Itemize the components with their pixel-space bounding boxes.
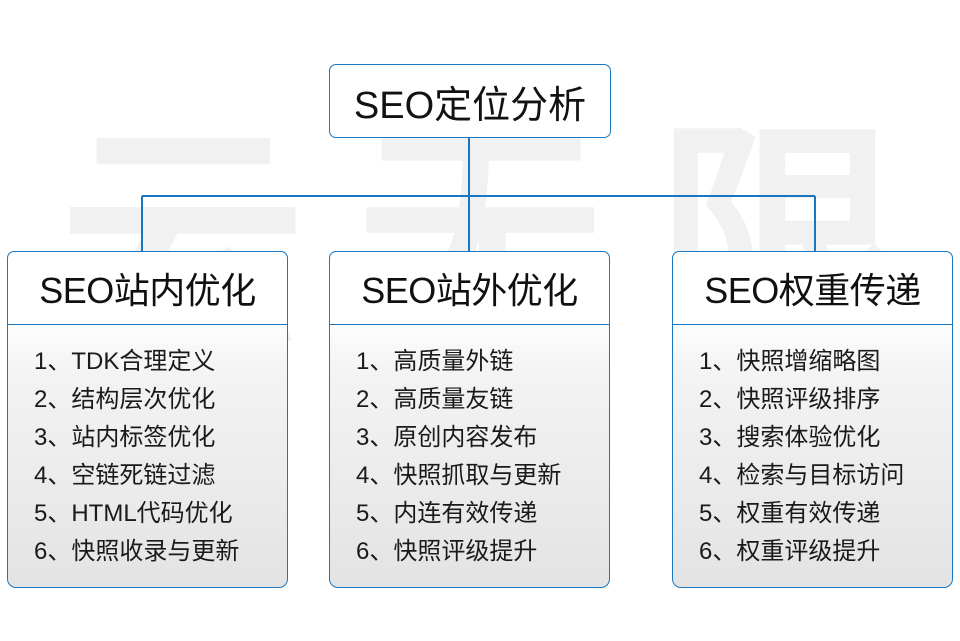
list-item: 5、HTML代码优化 xyxy=(34,500,233,527)
branch-body-2: 1、高质量外链 2、高质量友链 3、原创内容发布 4、快照抓取与更新 5、内连有… xyxy=(329,325,610,588)
list-item: 1、高质量外链 xyxy=(356,348,514,375)
list-item: 2、高质量友链 xyxy=(356,386,514,413)
list-item: 4、空链死链过滤 xyxy=(34,462,216,489)
root-node-title: SEO定位分析 xyxy=(353,84,587,127)
branch-title-3: SEO权重传递 xyxy=(704,270,921,311)
branch-list-2: 1、高质量外链 2、高质量友链 3、原创内容发布 4、快照抓取与更新 5、内连有… xyxy=(330,343,609,571)
list-item: 3、站内标签优化 xyxy=(34,424,216,451)
list-item: 6、快照收录与更新 xyxy=(34,538,240,565)
branch-body-3: 1、快照增缩略图 2、快照评级排序 3、搜索体验优化 4、检索与目标访问 5、权… xyxy=(672,325,953,588)
list-item: 2、快照评级排序 xyxy=(699,386,881,413)
list-item: 4、检索与目标访问 xyxy=(699,462,905,489)
list-item: 6、权重评级提升 xyxy=(699,538,881,565)
list-item: 5、内连有效传递 xyxy=(356,500,538,527)
list-item: 3、搜索体验优化 xyxy=(699,424,881,451)
branch-header-1[interactable]: SEO站内优化 xyxy=(7,251,288,325)
list-item: 3、原创内容发布 xyxy=(356,424,538,451)
list-item: 6、快照评级提升 xyxy=(356,538,538,565)
list-item: 1、TDK合理定义 xyxy=(34,348,216,375)
branch-header-3[interactable]: SEO权重传递 xyxy=(672,251,953,325)
branch-title-2: SEO站外优化 xyxy=(361,270,578,311)
branch-column-1: SEO站内优化 1、TDK合理定义 2、结构层次优化 3、站内标签优化 4、空链… xyxy=(7,251,288,588)
list-item: 5、权重有效传递 xyxy=(699,500,881,527)
branch-body-1: 1、TDK合理定义 2、结构层次优化 3、站内标签优化 4、空链死链过滤 5、H… xyxy=(7,325,288,588)
list-item: 1、快照增缩略图 xyxy=(699,348,881,375)
branch-header-2[interactable]: SEO站外优化 xyxy=(329,251,610,325)
list-item: 2、结构层次优化 xyxy=(34,386,216,413)
branch-list-1: 1、TDK合理定义 2、结构层次优化 3、站内标签优化 4、空链死链过滤 5、H… xyxy=(8,343,287,571)
branch-title-1: SEO站内优化 xyxy=(39,270,256,311)
root-node[interactable]: SEO定位分析 xyxy=(329,64,611,138)
branch-column-2: SEO站外优化 1、高质量外链 2、高质量友链 3、原创内容发布 4、快照抓取与… xyxy=(329,251,610,588)
list-item: 4、快照抓取与更新 xyxy=(356,462,562,489)
branch-column-3: SEO权重传递 1、快照增缩略图 2、快照评级排序 3、搜索体验优化 4、检索与… xyxy=(672,251,953,588)
branch-list-3: 1、快照增缩略图 2、快照评级排序 3、搜索体验优化 4、检索与目标访问 5、权… xyxy=(673,343,952,571)
